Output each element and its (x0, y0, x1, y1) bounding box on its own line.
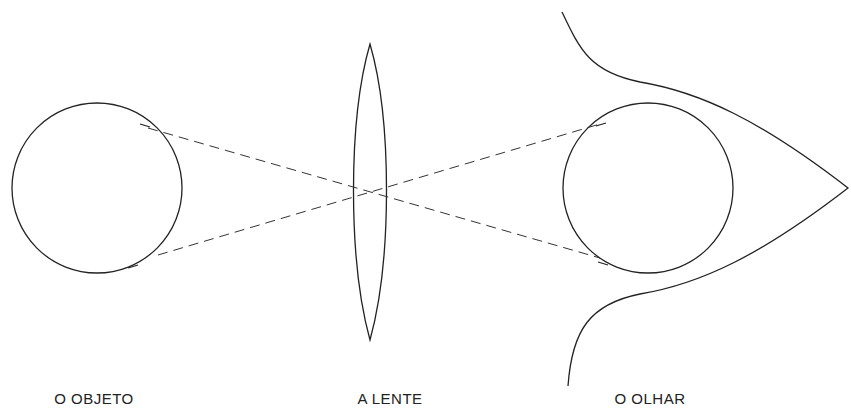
part-label: O OLHAR (614, 390, 685, 407)
eye-profile (562, 12, 848, 386)
tick-mark (128, 265, 138, 268)
tick-mark (596, 123, 606, 126)
object-circle (12, 103, 182, 273)
image-circle (563, 103, 733, 273)
part-label: O OBJETO (54, 390, 134, 407)
dashed-ray (158, 124, 600, 255)
tick-mark (598, 262, 608, 265)
dashed-ray (148, 128, 600, 258)
part-label: A LENTE (357, 390, 422, 407)
tick-mark (140, 124, 150, 127)
